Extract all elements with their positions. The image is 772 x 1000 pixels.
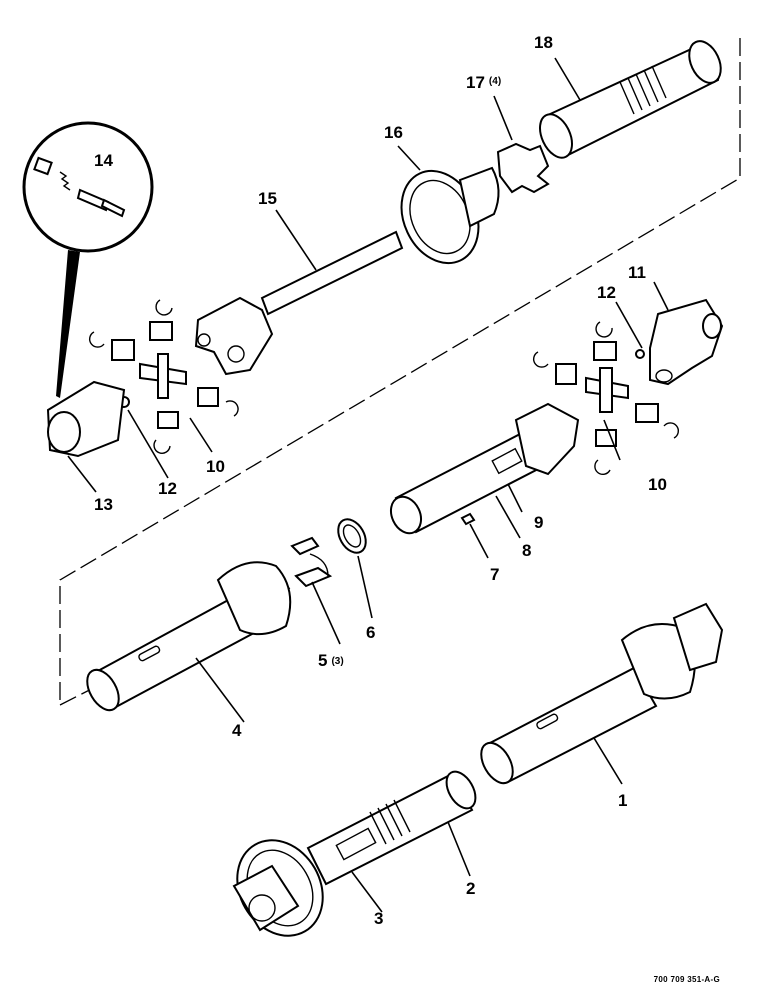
callout-15: 15 <box>258 189 277 208</box>
callout-12-right: 12 <box>597 283 616 302</box>
callout-11: 11 <box>628 263 646 282</box>
callout-1: 1 <box>618 791 627 810</box>
drawing-reference-code: 700 709 351-A-G <box>653 975 720 984</box>
part-6-ring <box>337 518 367 554</box>
callout-3: 3 <box>374 909 383 928</box>
callout-14: 14 <box>94 151 113 170</box>
part-4-guard-tube <box>86 561 292 712</box>
callout-8: 8 <box>522 541 531 560</box>
part-13-yoke <box>46 380 126 458</box>
callout-16: 16 <box>384 123 403 142</box>
callout-10-left: 10 <box>206 457 225 476</box>
callout-10-right: 10 <box>648 475 667 494</box>
callout-4: 4 <box>232 721 242 740</box>
callout-18: 18 <box>534 33 553 52</box>
part-2-outer-tube <box>306 770 477 886</box>
part-9-inner-tube-assembly <box>389 402 580 535</box>
callout-6: 6 <box>366 623 375 642</box>
callout-12-left: 12 <box>158 479 177 498</box>
callout-9: 9 <box>534 513 543 532</box>
part-15-inner-shaft <box>194 230 404 376</box>
callout-7: 7 <box>490 565 499 584</box>
part-3-shield-cone <box>232 839 324 937</box>
callout-labels: 18 17(4) 16 14 15 11 12 10 12 13 10 9 8 … <box>94 33 667 928</box>
callout-5: 5(3) <box>318 651 344 670</box>
part-1-outer-tube <box>480 602 724 785</box>
part-11-yoke <box>649 298 724 386</box>
part-16-shield-cone <box>400 166 500 265</box>
lower-cross-kit <box>532 321 680 476</box>
leader-lines <box>67 57 669 913</box>
grease-fitting-part-14 <box>33 156 126 218</box>
part-17-ring-segments <box>496 142 550 194</box>
callout-17: 17(4) <box>466 73 501 92</box>
callout-13: 13 <box>94 495 113 514</box>
upper-cross-kit <box>88 299 239 454</box>
detail-circle-part-14 <box>22 121 154 398</box>
part-5-bearing-ring <box>290 536 333 588</box>
part-18-outer-tube <box>539 40 722 159</box>
callout-2: 2 <box>466 879 475 898</box>
